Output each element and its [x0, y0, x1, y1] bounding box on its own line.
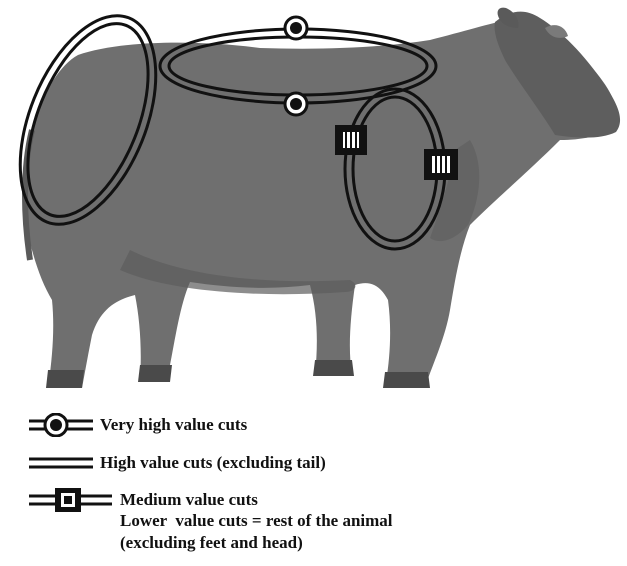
legend-lower-line1: Lower value cuts = rest of the animal — [120, 510, 393, 532]
cow-hoof-hind-left — [138, 365, 172, 382]
cow-hoof-hind-right — [46, 370, 84, 388]
legend-lower-line2: (excluding feet and head) — [120, 532, 393, 554]
ringed-dot-icon — [0, 413, 100, 437]
cow-hoof-front-left — [383, 372, 430, 388]
legend-medium-label: Medium value cuts — [120, 490, 258, 510]
boxed-square-icon — [0, 487, 120, 513]
medium-marker-left — [335, 125, 367, 155]
cow-silhouette — [24, 8, 620, 388]
very-high-marker-top — [285, 17, 307, 39]
cow-hoof-front-right — [313, 360, 354, 376]
legend-high-label: High value cuts (excluding tail) — [100, 453, 326, 473]
cow-cut-value-diagram — [0, 0, 627, 390]
very-high-marker-bottom — [285, 93, 307, 115]
legend-lower: Lower value cuts = rest of the animal (e… — [120, 510, 393, 554]
legend-very-high-label: Very high value cuts — [100, 415, 247, 435]
legend-very-high: Very high value cuts — [0, 413, 247, 437]
legend-high: High value cuts (excluding tail) — [0, 451, 326, 475]
medium-marker-right — [424, 149, 458, 180]
double-line-icon — [0, 451, 100, 475]
